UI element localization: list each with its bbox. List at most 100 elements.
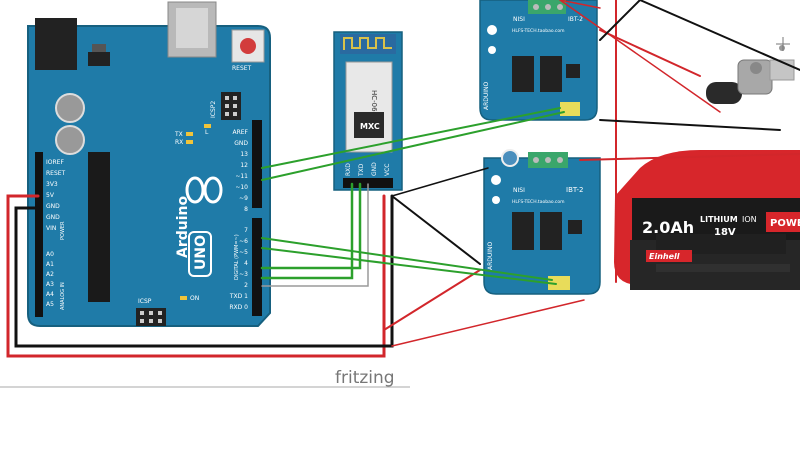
pin-label: 7	[244, 227, 248, 234]
pin-label: ~9	[239, 195, 248, 202]
capacitor	[55, 125, 85, 155]
wire-battery-negative	[599, 119, 781, 131]
wire-motor-black	[599, 0, 641, 41]
wire-gnd	[14, 194, 394, 348]
antenna	[343, 37, 392, 50]
icsp2-label: ICSP2	[210, 101, 217, 118]
icsp-header	[136, 308, 166, 326]
wire-vcc-bottom-driver	[383, 269, 481, 331]
pin-label: A2	[46, 271, 54, 278]
pin-label: 13	[240, 151, 248, 158]
wires	[6, 0, 800, 358]
ibt2-bottom-url: HLFS-TECH.taobao.com	[512, 199, 565, 205]
arduino-uno-board: RESET ICSP2 TX RX L Arduino UNO	[27, 1, 271, 327]
pin-label: GND	[46, 203, 60, 210]
pin-label: 12	[240, 162, 248, 169]
pin-label: 3V3	[46, 181, 58, 188]
wire-bt-aux	[261, 183, 369, 287]
capacitor	[501, 149, 519, 167]
pin-label: GND	[46, 214, 60, 221]
pin-label: 4	[244, 260, 248, 267]
pin-label: GND	[234, 140, 248, 147]
pin-label: 8	[244, 206, 248, 213]
ibt2-bottom-label: ARDUINO	[487, 241, 494, 270]
microcontroller-chip	[88, 152, 110, 302]
wire-pwm-10-top	[261, 111, 565, 181]
battery-capacity: 2.0Ah	[642, 218, 694, 237]
pin-label: A5	[46, 301, 54, 308]
pin-label: 2	[244, 282, 248, 289]
ibt2-top-url: HLFS-TECH.taobao.com	[512, 28, 565, 34]
digital-pin-labels-top: AREF GND 13 12 ~11 ~10 ~9 8	[232, 129, 248, 213]
fritzing-watermark: fritzing	[335, 368, 395, 388]
wire-battery-positive	[579, 153, 800, 161]
power-pin-labels: IOREF RESET 3V3 5V GND GND VIN	[46, 159, 66, 232]
bt-pin-label: GND	[371, 162, 378, 176]
bt-model-label: HC-06	[370, 90, 378, 112]
gear-motor	[706, 37, 795, 104]
bt-pin-label: VCC	[384, 164, 391, 176]
ibt2-driver-bottom: NISI IBT-2 HLFS-TECH.taobao.com ARDUINO	[483, 149, 601, 295]
rx-label: RX	[175, 139, 183, 146]
pin-label: A1	[46, 261, 54, 268]
pin-label: A3	[46, 281, 54, 288]
wire-pwm-5-bottom	[261, 247, 557, 285]
wire-pwm-11-top	[261, 107, 561, 169]
reset-label: RESET	[232, 65, 252, 72]
uno-label: UNO	[193, 235, 209, 270]
wire-motor-black-2	[639, 0, 800, 71]
wire-bottom-driver-power	[391, 299, 585, 347]
ibt2-driver-top: NISI IBT-2 HLFS-TECH.taobao.com ARDUINO	[479, 0, 598, 121]
wire-motor-red	[599, 29, 701, 77]
digital-header-top	[252, 120, 262, 208]
pin-label: ~5	[239, 249, 248, 256]
power-label: POWER	[60, 221, 66, 240]
pin-label: ~10	[235, 184, 248, 191]
ibt2-top-name: IBT-2	[568, 16, 583, 23]
wire-bt-rxd	[260, 182, 362, 270]
digital-label: DIGITAL (PWM=~)	[234, 234, 240, 280]
wire-motor-red-2	[559, 0, 721, 113]
wire-5v	[6, 194, 386, 358]
wire-pwm-6-bottom	[261, 237, 553, 281]
pin-label: 5V	[46, 192, 55, 199]
icsp2-header	[221, 92, 241, 120]
pin-label: IOREF	[46, 159, 64, 166]
analog-label: ANALOG IN	[60, 282, 66, 310]
digital-header-bottom	[252, 218, 262, 316]
pin-label: ~6	[239, 238, 248, 245]
pin-label: ~11	[235, 173, 248, 180]
bt-pin-label: RXD	[345, 163, 352, 176]
left-header	[35, 152, 43, 317]
ibt2-bottom-name: IBT-2	[566, 186, 583, 194]
pin-label: RESET	[46, 170, 66, 177]
battery-voltage: 18V	[714, 227, 736, 238]
ibt2-top-label: ARDUINO	[483, 81, 490, 110]
pin-label: VIN	[46, 225, 56, 232]
bt-chip-label: MXC	[360, 122, 380, 131]
battery-type: LITHIUM	[700, 215, 738, 224]
pin-label: AREF	[232, 129, 248, 136]
battery-type-suffix: ION	[742, 215, 757, 224]
on-label: ON	[190, 295, 199, 302]
pin-label: A4	[46, 291, 54, 298]
l-label: L	[205, 129, 209, 136]
battery-label: POWE	[770, 218, 800, 229]
power-jack	[35, 18, 77, 70]
wire-bt-txd	[260, 182, 354, 280]
capacitor	[55, 93, 85, 123]
pin-label: A0	[46, 251, 54, 258]
ibt2-bottom-brand: NISI	[513, 187, 525, 194]
pin-label: RXD 0	[229, 304, 248, 311]
wire-gnd-bottom-driver	[391, 195, 481, 265]
ibt2-top-brand: NISI	[513, 16, 525, 23]
arduino-brand: Arduino	[175, 196, 191, 258]
icsp-label: ICSP	[138, 298, 152, 305]
tx-label: TX	[174, 131, 183, 138]
wire-gnd-top-driver	[391, 167, 489, 197]
